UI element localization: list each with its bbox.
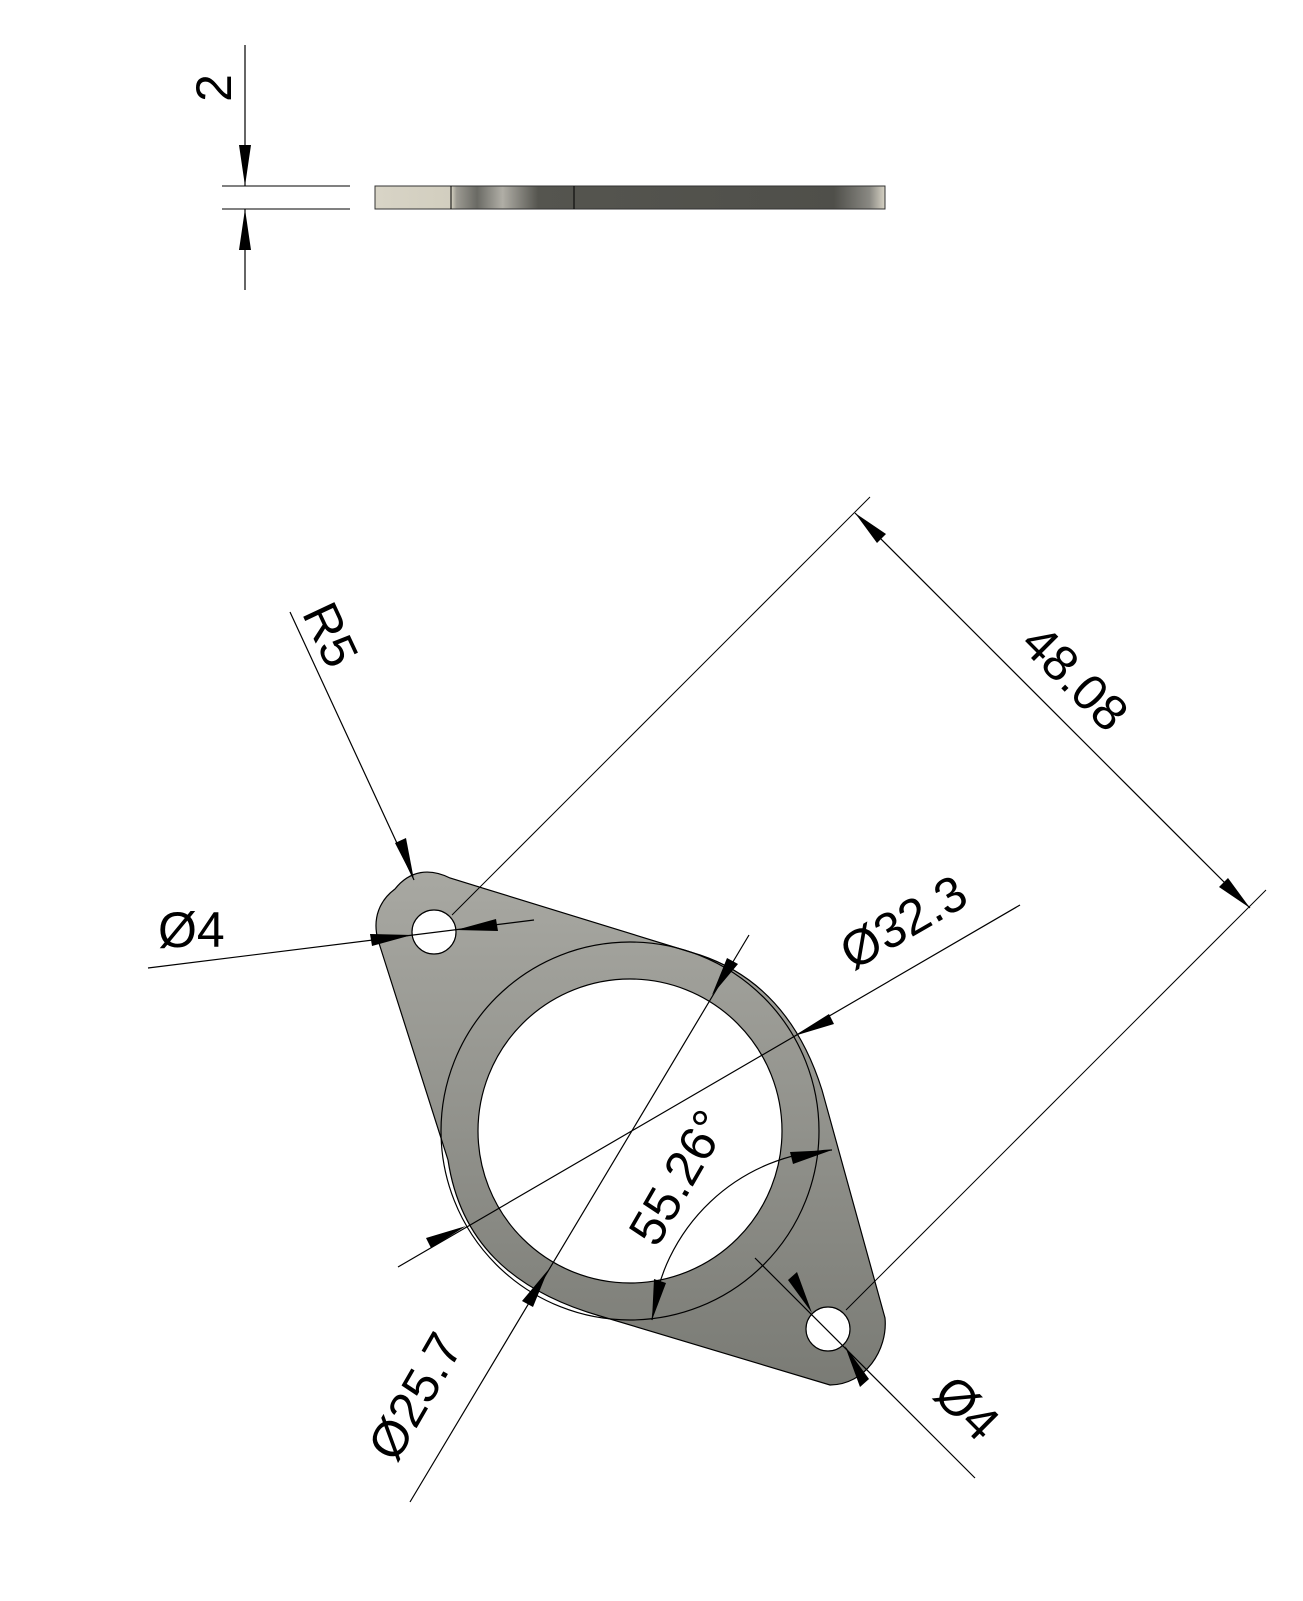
dim-arrow xyxy=(370,934,412,946)
dim-arrow xyxy=(239,209,251,250)
hole-bottom-label: Ø4 xyxy=(924,1365,1011,1452)
outer-dia-leader xyxy=(397,904,1021,1268)
dim-arrow xyxy=(788,1272,812,1313)
side-profile xyxy=(374,185,886,210)
hole-bottom-leader xyxy=(754,1257,976,1479)
dim-arrow xyxy=(845,1346,869,1387)
hole-top-label: Ø4 xyxy=(158,902,225,958)
outer-dia-label: Ø32.3 xyxy=(831,864,977,981)
inner-dia-label: Ø25.7 xyxy=(357,1324,474,1470)
center-distance-dim-line xyxy=(854,512,1251,909)
side-view: 2 xyxy=(186,45,886,290)
inner-dia-leader xyxy=(409,934,750,1503)
radius-label: R5 xyxy=(292,594,370,676)
dim-arrow xyxy=(794,1014,834,1036)
radius-leader xyxy=(289,611,415,881)
top-view: 48.08 R5 Ø4 Ø32.3 Ø25.7 55.26° Ø4 xyxy=(147,496,1267,1503)
dim-arrow xyxy=(790,1150,832,1164)
dim-arrow xyxy=(1219,878,1250,908)
dim-arrow xyxy=(855,513,886,543)
center-distance-label: 48.08 xyxy=(1011,614,1139,742)
dim-arrow xyxy=(239,145,251,186)
dim-arrow xyxy=(456,919,498,931)
outer-diameter-circle xyxy=(440,941,820,1321)
dim-arrow xyxy=(395,838,414,880)
thickness-label: 2 xyxy=(186,74,242,102)
extension-line xyxy=(845,889,1267,1311)
extension-line xyxy=(451,496,871,916)
flange-plate xyxy=(375,871,886,1386)
dim-arrow xyxy=(652,1279,666,1320)
dim-arrow xyxy=(426,1226,466,1248)
dim-arrow xyxy=(712,958,738,995)
dim-arrow xyxy=(522,1270,548,1307)
